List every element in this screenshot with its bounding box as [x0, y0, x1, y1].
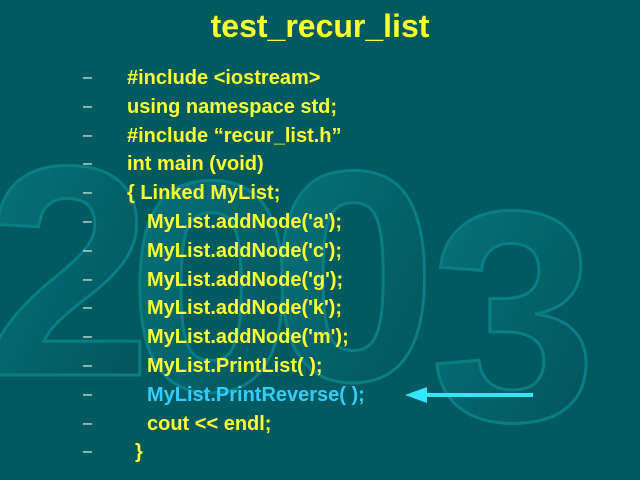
code-line: – MyList.PrintReverse( );	[0, 381, 640, 410]
code-line: – MyList.addNode('m');	[0, 323, 640, 352]
code-text: #include “recur_list.h”	[127, 124, 342, 147]
code-line: – MyList.addNode('g');	[0, 266, 640, 295]
code-text: #include <iostream>	[127, 67, 321, 89]
bullet-dash: –	[83, 356, 92, 374]
bullet-dash: –	[83, 385, 92, 403]
code-line: – { Linked MyList;	[0, 179, 640, 208]
slide-title: test_recur_list	[210, 8, 430, 44]
code-line: – int main (void)	[0, 150, 640, 179]
bullet-dash: –	[83, 241, 92, 259]
code-line: – MyList.addNode('a');	[0, 208, 640, 237]
code-text: MyList.addNode('a');	[147, 210, 343, 233]
code-line: – cout << endl;	[0, 410, 640, 439]
bullet-dash: –	[83, 270, 92, 288]
arrow-pointer-icon	[405, 387, 533, 403]
code-text: MyList.addNode('m');	[147, 326, 349, 349]
code-text: MyList.addNode('g');	[147, 268, 344, 291]
code-line: – #include <iostream>	[0, 64, 640, 93]
code-text: using namespace std;	[127, 95, 338, 118]
code-line: – MyList.PrintList( );	[0, 352, 640, 381]
bullet-dash: –	[83, 212, 92, 230]
bullet-dash: –	[83, 126, 92, 144]
code-listing: – #include <iostream> – using namespace std…	[0, 64, 640, 467]
bullet-dash: –	[83, 69, 92, 86]
code-text: int main (void)	[127, 153, 264, 176]
code-line: – using namespace std;	[0, 93, 640, 122]
code-line: – #include “recur_list.h”	[0, 122, 640, 151]
bullet-dash: –	[83, 97, 92, 115]
bullet-dash: –	[83, 443, 92, 461]
bullet-dash: –	[83, 328, 92, 346]
bullet-dash: –	[83, 414, 92, 432]
code-line: – MyList.addNode('k');	[0, 294, 640, 323]
code-text: { Linked MyList;	[127, 182, 281, 205]
code-line: –}	[0, 438, 640, 467]
code-text: MyList.addNode('c');	[147, 239, 343, 262]
bullet-dash: –	[83, 184, 92, 202]
code-text-highlighted: MyList.PrintReverse( );	[147, 383, 365, 406]
code-text: cout << endl;	[147, 412, 272, 435]
code-text: MyList.PrintList( );	[147, 354, 323, 377]
bullet-dash: –	[83, 299, 92, 317]
code-text: MyList.addNode('k');	[147, 297, 343, 320]
code-line: – MyList.addNode('c');	[0, 237, 640, 266]
bullet-dash: –	[83, 155, 92, 173]
code-text: }	[135, 441, 143, 464]
